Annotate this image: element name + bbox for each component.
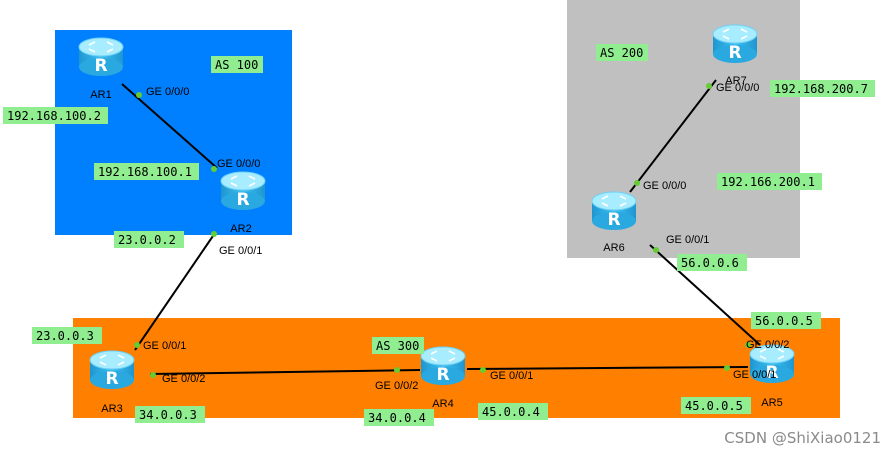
router-ar3-label: AR3 — [101, 403, 122, 415]
router-ar1-label: AR1 — [90, 89, 111, 101]
port-dot — [211, 231, 217, 237]
as200-label: AS 200 — [596, 44, 648, 61]
port-label-ar3-ge002: GE 0/0/2 — [162, 373, 205, 385]
watermark: CSDN @ShiXiao0121 — [724, 429, 881, 447]
router-icon — [89, 350, 135, 390]
ip-label-ar6-down: 56.0.0.6 — [677, 254, 747, 271]
ip-label-ar1: 192.168.100.2 — [3, 107, 108, 124]
port-label-ar4-ge002: GE 0/0/2 — [375, 380, 418, 392]
router-icon — [420, 346, 466, 386]
port-dot — [480, 367, 486, 373]
ip-label-ar3-up: 23.0.0.3 — [32, 327, 102, 344]
link-ar1-ar2 — [121, 83, 218, 169]
ip-label-ar2-wan: 23.0.0.2 — [114, 231, 184, 248]
port-dot — [136, 92, 142, 98]
port-dot — [394, 367, 400, 373]
ip-label-ar7: 192.168.200.7 — [770, 80, 875, 97]
port-dot — [134, 342, 140, 348]
router-icon — [220, 171, 266, 211]
router-ar6[interactable]: AR6 — [591, 191, 637, 254]
svg-text:56.0.0.6: 56.0.0.6 — [681, 256, 739, 270]
as300-label: AS 300 — [372, 337, 424, 354]
svg-text:AS 300: AS 300 — [376, 339, 419, 353]
ip-label-ar3-right: 34.0.0.3 — [135, 406, 205, 423]
svg-text:45.0.0.4: 45.0.0.4 — [482, 405, 540, 419]
router-ar1[interactable]: AR1 — [78, 37, 124, 101]
router-ar2-label: AR2 — [230, 223, 251, 235]
link-ar2-ar3 — [134, 232, 216, 351]
router-icon — [78, 37, 124, 77]
port-label-ar6-ge001: GE 0/0/1 — [666, 234, 709, 246]
svg-text:23.0.0.3: 23.0.0.3 — [36, 329, 94, 343]
svg-text:192.168.100.1: 192.168.100.1 — [98, 165, 192, 179]
port-label-ar5-ge001: GE 0/0/1 — [733, 369, 776, 381]
svg-text:192.168.200.7: 192.168.200.7 — [774, 82, 868, 96]
link-ar4-ar5 — [466, 366, 749, 370]
svg-text:23.0.0.2: 23.0.0.2 — [118, 233, 176, 247]
port-label-ar1-ge000: GE 0/0/0 — [146, 86, 189, 98]
router-ar6-label: AR6 — [603, 242, 624, 254]
svg-text:AS 100: AS 100 — [215, 58, 258, 72]
ip-label-ar6-up: 192.166.200.1 — [717, 173, 822, 190]
as100-label: AS 100 — [211, 56, 263, 73]
router-ar7-label: AR7 — [725, 75, 746, 87]
link-ar3-ar4 — [149, 369, 421, 375]
port-dot — [745, 342, 751, 348]
port-dot — [150, 372, 156, 378]
router-ar4[interactable]: AR4 — [420, 346, 466, 410]
svg-text:AS 200: AS 200 — [600, 46, 643, 60]
router-ar2[interactable]: AR2 — [220, 171, 266, 235]
svg-text:45.0.0.5: 45.0.0.5 — [685, 399, 743, 413]
svg-text:192.166.200.1: 192.166.200.1 — [721, 175, 815, 189]
router-ar4-label: AR4 — [432, 398, 453, 410]
port-label-ar3-ge001: GE 0/0/1 — [143, 340, 186, 352]
port-label-ar6-ge000: GE 0/0/0 — [643, 180, 686, 192]
svg-text:34.0.0.4: 34.0.0.4 — [368, 411, 426, 425]
port-dot — [211, 166, 217, 172]
port-label-ar5-ge002: GE 0/0/2 — [746, 339, 789, 351]
svg-text:56.0.0.5: 56.0.0.5 — [755, 314, 813, 328]
port-dot — [634, 180, 640, 186]
port-dot — [653, 247, 659, 253]
ip-label-ar2-lan: 192.168.100.1 — [94, 163, 199, 180]
svg-text:192.168.100.2: 192.168.100.2 — [7, 109, 101, 123]
ip-label-ar4-right: 45.0.0.4 — [478, 403, 548, 420]
router-icon — [591, 191, 637, 231]
link-ar6-ar5 — [649, 244, 761, 346]
router-ar7[interactable]: AR7 — [712, 24, 758, 87]
ip-label-ar4-left: 34.0.0.4 — [364, 409, 434, 426]
ip-label-ar5-left: 45.0.0.5 — [681, 397, 751, 414]
port-label-ar2-ge000: GE 0/0/0 — [217, 158, 260, 170]
router-ar3[interactable]: AR3 — [89, 350, 135, 415]
link-ar6-ar7 — [629, 79, 717, 193]
router-ar5[interactable]: AR5 — [749, 344, 795, 409]
port-label-ar7-ge000: GE 0/0/0 — [716, 82, 759, 94]
port-dot — [724, 365, 730, 371]
router-ar5-label: AR5 — [761, 397, 782, 409]
ip-label-ar5-up: 56.0.0.5 — [751, 312, 821, 329]
svg-text:34.0.0.3: 34.0.0.3 — [139, 408, 197, 422]
port-label-ar4-ge001: GE 0/0/1 — [490, 370, 533, 382]
port-label-ar2-ge001: GE 0/0/1 — [219, 245, 262, 257]
port-dot — [706, 83, 712, 89]
router-icon — [712, 24, 758, 64]
